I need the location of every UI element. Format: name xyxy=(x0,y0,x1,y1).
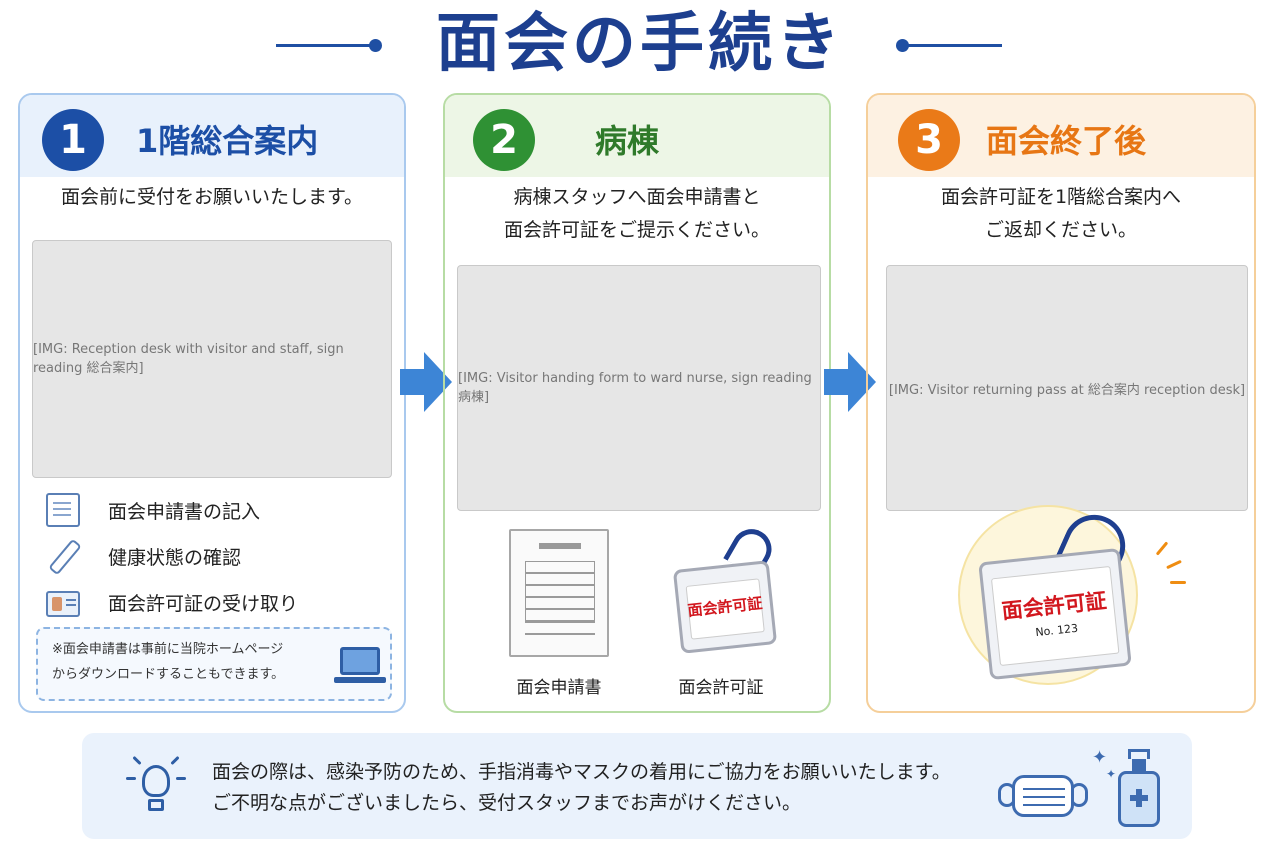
checklist-item-label: 面会申請書の記入 xyxy=(108,500,261,523)
visitor-pass-icon: 面会許可証 xyxy=(672,560,778,654)
step-title-2: 病棟 xyxy=(595,122,660,160)
step-description-line: 面会許可証をご提示ください。 xyxy=(503,219,770,241)
step-panel-1: 1 1階総合案内 面会前に受付をお願いいたします。 [IMG: Receptio… xyxy=(18,93,406,713)
title-row: 面会の手続き xyxy=(0,0,1280,88)
thermometer-icon xyxy=(46,539,80,573)
sparkle-icon xyxy=(1155,541,1169,556)
note-line: ※面会申請書は事前に当院ホームページ xyxy=(52,642,284,657)
sparkle-icon: ✦ xyxy=(1106,767,1117,781)
visitor-pass-label: 面会許可証 xyxy=(678,678,764,698)
title-decoration-dot-left xyxy=(369,39,382,52)
step-number-1: 1 xyxy=(42,109,104,171)
step-title-3: 面会終了後 xyxy=(986,122,1147,160)
right-arrow-icon xyxy=(400,352,452,412)
step-description-line: 病棟スタッフへ面会申請書と xyxy=(513,186,761,208)
mask-icon xyxy=(998,775,1088,819)
title-decoration-dot-right xyxy=(896,39,909,52)
note-line: からダウンロードすることもできます。 xyxy=(52,667,285,682)
laptop-icon xyxy=(334,647,386,687)
ward-illustration: [IMG: Visitor handing form to ward nurse… xyxy=(457,265,821,511)
checklist-item: 面会許可証の受け取り xyxy=(46,579,386,625)
right-arrow-icon xyxy=(824,352,876,412)
form-icon xyxy=(46,493,80,527)
notice-line: 面会の際は、感染予防のため、手指消毒やマスクの着用にご協力をお願いいたします。 xyxy=(212,761,951,783)
step-description-2: 病棟スタッフへ面会申請書と 面会許可証をご提示ください。 xyxy=(445,181,829,247)
visitor-pass-icon: 面会許可証 No. 123 xyxy=(978,547,1132,681)
title-decoration-line-right xyxy=(906,44,1002,47)
sparkle-icon: ✦ xyxy=(1092,747,1108,768)
notice-line: ご不明な点がございましたら、受付スタッフまでお声がけください。 xyxy=(212,792,802,814)
lightbulb-icon xyxy=(126,755,186,821)
sparkle-icon xyxy=(1166,559,1182,570)
step-description-1: 面会前に受付をお願いいたします。 xyxy=(20,181,404,214)
step-header-2: 2 病棟 xyxy=(445,95,829,177)
reception-illustration: [IMG: Reception desk with visitor and st… xyxy=(32,240,392,478)
step-number-3: 3 xyxy=(898,109,960,171)
page-title: 面会の手続き xyxy=(436,7,844,81)
step-description-3: 面会許可証を1階総合案内へ ご返却ください。 xyxy=(868,181,1254,247)
sparkle-icon xyxy=(1170,581,1186,584)
id-card-icon xyxy=(46,591,80,617)
title-decoration-line-left xyxy=(276,44,372,47)
checklist-item: 面会申請書の記入 xyxy=(46,487,386,533)
step-description-line: 面会前に受付をお願いいたします。 xyxy=(60,186,364,208)
download-note-text: ※面会申請書は事前に当院ホームページ からダウンロードすることもできます。 xyxy=(52,637,322,687)
step-number-2: 2 xyxy=(473,109,535,171)
step-panel-2: 2 病棟 病棟スタッフへ面会申請書と 面会許可証をご提示ください。 [IMG: … xyxy=(443,93,831,713)
step-panel-3: 3 面会終了後 面会許可証を1階総合案内へ ご返却ください。 [IMG: Vis… xyxy=(866,93,1256,713)
step-title-1: 1階総合案内 xyxy=(136,122,319,160)
checklist-item: 健康状態の確認 xyxy=(46,533,386,579)
sanitizer-icon xyxy=(1116,749,1162,829)
application-form-icon xyxy=(509,529,609,657)
step-description-line: 面会許可証を1階総合案内へ xyxy=(940,186,1182,208)
notice-text: 面会の際は、感染予防のため、手指消毒やマスクの着用にご協力をお願いいたします。 … xyxy=(212,757,951,819)
infection-notice: 面会の際は、感染予防のため、手指消毒やマスクの着用にご協力をお願いいたします。 … xyxy=(82,733,1192,839)
application-form-label: 面会申請書 xyxy=(516,678,602,698)
step-header-1: 1 1階総合案内 xyxy=(20,95,404,177)
checklist: 面会申請書の記入 健康状態の確認 面会許可証の受け取り xyxy=(46,487,386,625)
return-illustration: [IMG: Visitor returning pass at 総合案内 rec… xyxy=(886,265,1248,511)
step-header-3: 3 面会終了後 xyxy=(868,95,1254,177)
checklist-item-label: 面会許可証の受け取り xyxy=(108,592,299,615)
download-note: ※面会申請書は事前に当院ホームページ からダウンロードすることもできます。 xyxy=(36,627,392,701)
checklist-item-label: 健康状態の確認 xyxy=(108,546,242,569)
step-description-line: ご返却ください。 xyxy=(984,219,1137,241)
